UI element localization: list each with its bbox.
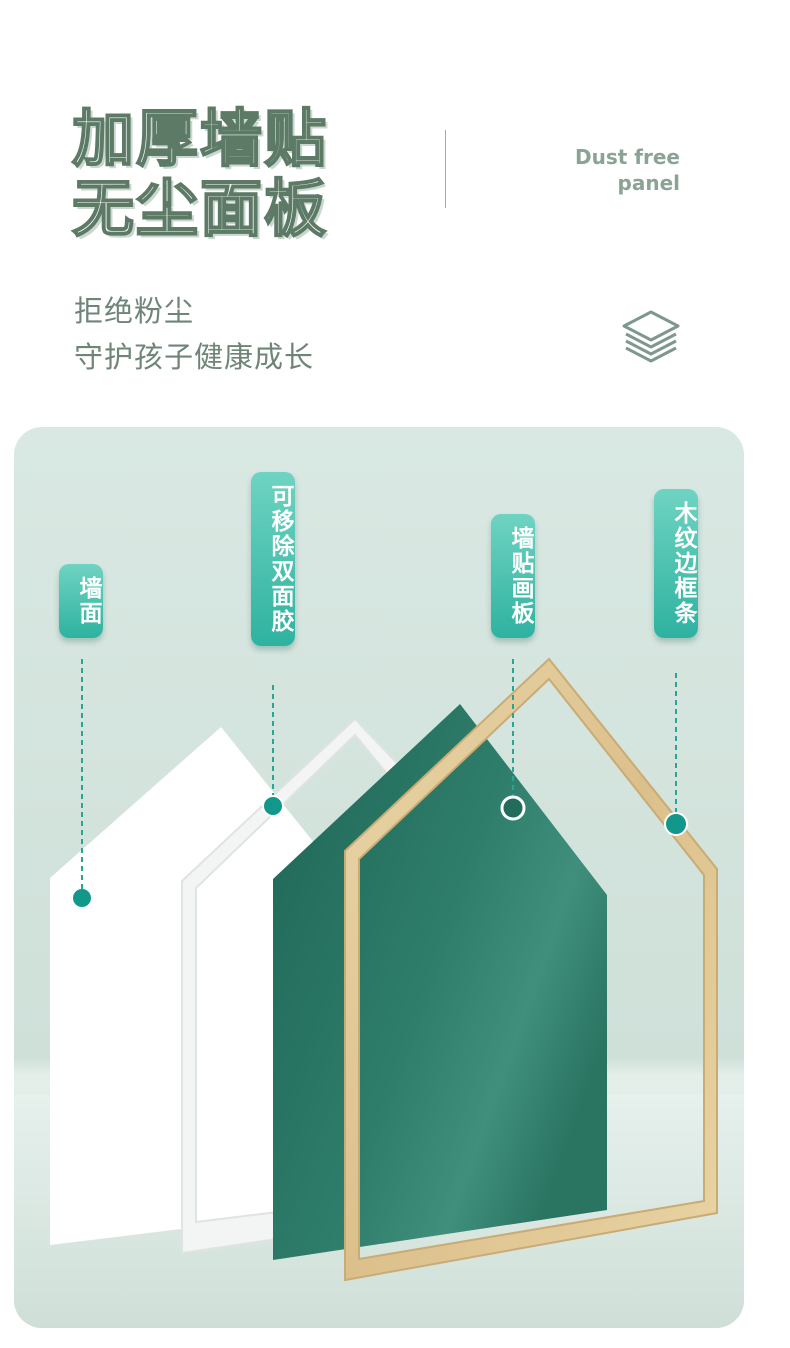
board-marker [500, 795, 526, 821]
house-layers-graphic [14, 657, 744, 1328]
subtitle-line-1: 拒绝粉尘 [74, 294, 195, 328]
board-panel [273, 704, 607, 1260]
adhesive-marker [262, 795, 284, 817]
page-title: 加厚墙贴 无尘面板 [71, 102, 329, 245]
wood-frame [344, 657, 718, 1282]
english-line-2: panel [617, 171, 680, 195]
english-caption: Dust free panel [575, 144, 680, 196]
product-illustration: 墙面 可移除双面胶 墙贴画板 木纹边框条 [14, 427, 744, 1328]
label-frame: 木纹边框条 [654, 489, 698, 638]
wall-marker [73, 889, 91, 907]
subtitle: 拒绝粉尘 守护孩子健康成长 [74, 288, 314, 380]
title-line-2: 无尘面板 [71, 172, 329, 245]
subtitle-line-2: 守护孩子健康成长 [74, 340, 315, 374]
label-board: 墙贴画板 [491, 514, 535, 638]
english-line-1: Dust free [575, 145, 680, 169]
header-divider [445, 130, 446, 208]
title-line-1: 加厚墙贴 [71, 102, 329, 175]
layers-icon [622, 310, 680, 363]
label-wall: 墙面 [59, 564, 103, 638]
label-adhesive: 可移除双面胶 [251, 472, 295, 646]
frame-marker [664, 812, 688, 836]
